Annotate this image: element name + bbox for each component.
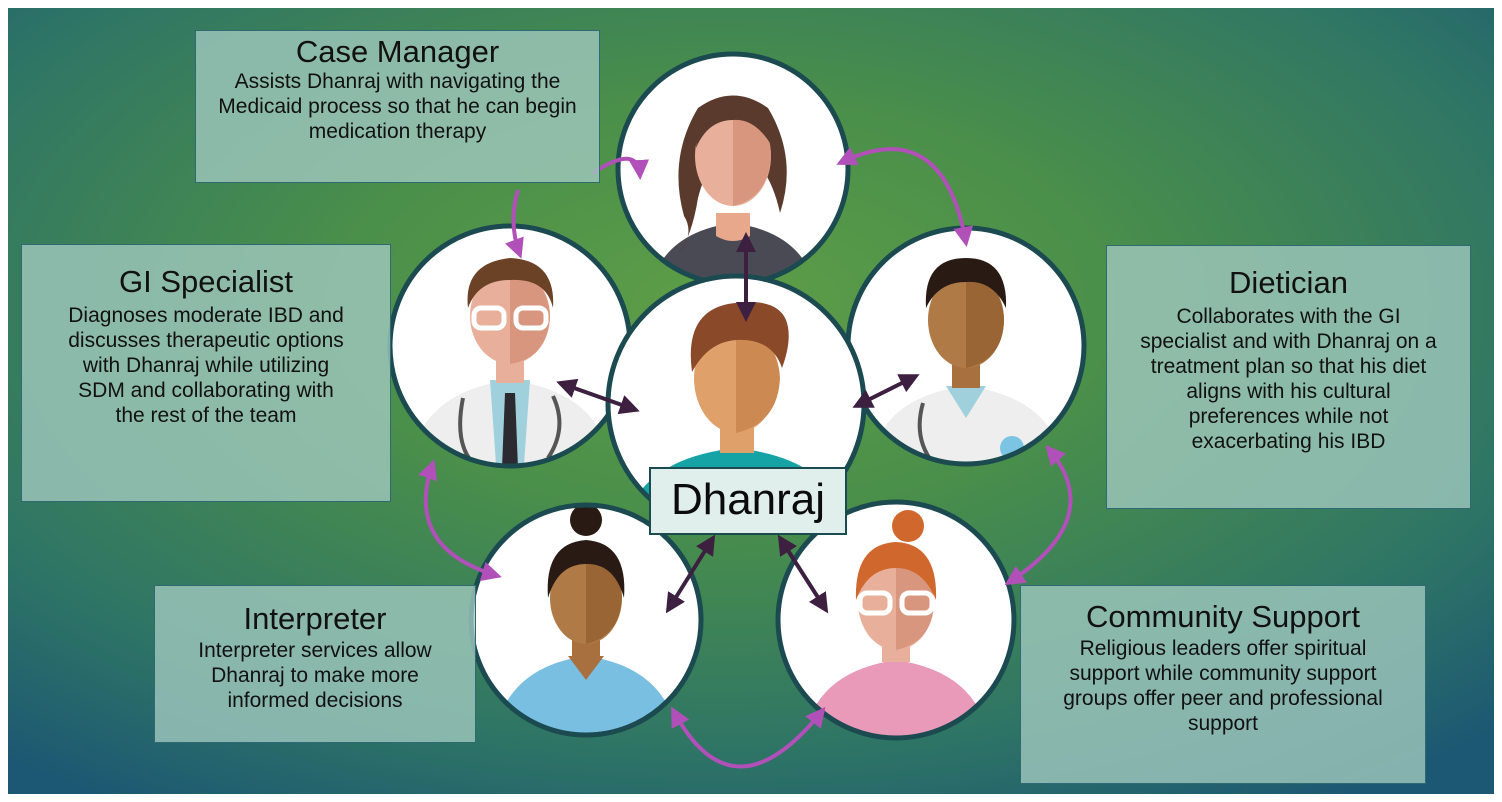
arrow-center-gi	[556, 378, 640, 415]
gi-specialist-box: GI Specialist Diagnoses moderate IBD and…	[21, 244, 391, 502]
dietician-box: Dietician Collaborates with the GI speci…	[1106, 245, 1471, 509]
arrow-center-dietician	[852, 374, 920, 408]
arrow-gi-interpreter	[418, 459, 502, 582]
care-team-diagram: Case Manager Assists Dhanraj with naviga…	[8, 8, 1494, 794]
community-support-description: Religious leaders offer spiritual suppor…	[1063, 637, 1383, 735]
arrow-interpreter-community	[671, 706, 826, 769]
interpreter-description: Interpreter services allow Dhanraj to ma…	[198, 639, 432, 712]
arrow-casemanager-gi	[591, 156, 650, 180]
case-manager-title: Case Manager	[295, 34, 500, 69]
dietician-title: Dietician	[1229, 265, 1348, 300]
dietician-description: Collaborates with the GI specialist and …	[1140, 305, 1437, 453]
gi-specialist-description: Diagnoses moderate IBD and discusses the…	[68, 304, 344, 427]
center-name-label: Dhanraj	[649, 467, 847, 535]
interpreter-avatar-icon	[468, 502, 704, 738]
arrow-dietician-community	[1004, 444, 1073, 586]
interpreter-box: Interpreter Interpreter services allow D…	[154, 585, 476, 743]
center-arrows	[556, 232, 920, 614]
interpreter-title: Interpreter	[243, 601, 387, 636]
case-manager-box: Case Manager Assists Dhanraj with naviga…	[195, 30, 600, 183]
case-manager-description: Assists Dhanraj with navigating the Medi…	[218, 70, 577, 143]
community-support-box: Community Support Religious leaders offe…	[1020, 585, 1426, 784]
community-support-title: Community Support	[1086, 599, 1360, 634]
arrow-center-interpreter	[665, 534, 716, 614]
gi-specialist-title: GI Specialist	[118, 264, 293, 299]
arrow-gi-casemanager	[505, 189, 524, 259]
community-support-avatar-icon	[775, 499, 1017, 741]
arrow-center-community	[777, 534, 829, 614]
outer-arrows	[418, 147, 1073, 769]
arrow-cm-dietician	[836, 147, 974, 247]
